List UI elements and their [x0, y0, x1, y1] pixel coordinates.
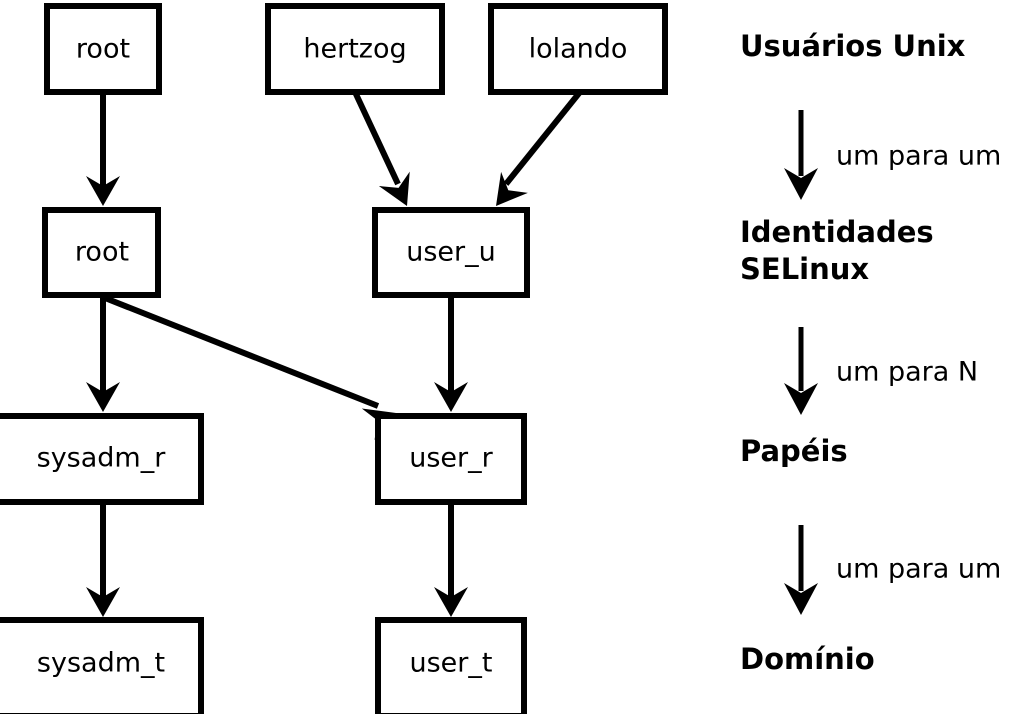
node-label: sysadm_t [37, 648, 165, 679]
node-label: user_t [410, 648, 493, 679]
edge-user-r-to-user-t [434, 505, 468, 617]
legend-level-selinux-identities-line1: Identidades [740, 215, 934, 249]
legend-relation-2: um para N [836, 357, 978, 388]
legend-arrow-3 [784, 525, 818, 615]
node-unix-lolando[interactable]: lolando [488, 3, 668, 95]
arrowhead-icon [784, 383, 818, 415]
legend-arrow-2 [784, 327, 818, 415]
legend-level-unix-users: Usuários Unix [740, 29, 966, 63]
node-label: user_r [409, 443, 493, 474]
legend-relation-1: um para um [836, 141, 1001, 172]
legend-relation-3: um para um [836, 554, 1001, 585]
legend-level-roles: Papéis [740, 434, 848, 468]
node-label: root [75, 237, 129, 268]
node-role-user-r[interactable]: user_r [375, 413, 527, 505]
node-domain-sysadm-t[interactable]: sysadm_t [0, 617, 204, 714]
arrowhead-icon [784, 583, 818, 615]
node-unix-root[interactable]: root [44, 3, 162, 95]
edge-user-u-to-user-r [434, 298, 468, 412]
node-role-sysadm-r[interactable]: sysadm_r [0, 413, 204, 505]
legend-level-domains: Domínio [740, 642, 875, 676]
node-label: root [76, 34, 130, 65]
legend-arrow-1 [784, 110, 818, 200]
edge-ident-root-to-sysadm-r [86, 298, 120, 412]
legend-level-selinux-identities-line2: SELinux [740, 252, 869, 286]
edge-hertzog-to-user-u [352, 90, 423, 214]
node-ident-root[interactable]: root [42, 207, 161, 298]
edge-sysadm-r-to-sysadm-t [86, 505, 120, 617]
node-label: hertzog [303, 34, 406, 65]
arrowhead-icon [378, 171, 423, 214]
node-ident-user-u[interactable]: user_u [372, 207, 530, 298]
edge-ident-root-to-user-r [103, 295, 403, 441]
arrowhead-icon [784, 168, 818, 200]
edge-unix-root-to-ident-root [86, 92, 120, 206]
edge-lolando-to-user-u [482, 90, 583, 217]
node-label: user_u [406, 237, 496, 268]
node-domain-user-t[interactable]: user_t [375, 617, 527, 714]
node-label: sysadm_r [37, 443, 167, 474]
node-label: lolando [529, 34, 628, 65]
node-unix-hertzog[interactable]: hertzog [265, 3, 445, 95]
